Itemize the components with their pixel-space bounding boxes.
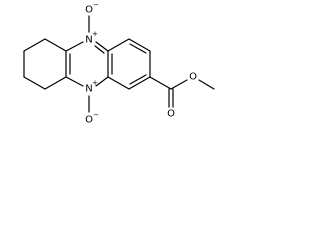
cyclohexane-ring	[23, 38, 67, 90]
charge-n-bottom: +	[92, 79, 98, 87]
bond-ntop-c9a	[95, 41, 109, 52]
atom-label-o-carbonyl: O	[167, 109, 175, 120]
atom-o-bottom: O −	[85, 111, 99, 126]
charge-o-top: −	[93, 1, 99, 9]
chemical-structure: N + O − N + O − O O	[23, 1, 215, 126]
bond-b4-b5	[128, 76, 151, 90]
atom-label-o-top: O	[85, 5, 93, 16]
charge-n-top: +	[92, 30, 98, 38]
bond-c4-c5	[23, 76, 46, 90]
bond-b4-b5-inner	[129, 74, 147, 85]
bond-c6-nbottom	[65, 76, 84, 87]
bond-oester-methyl	[198, 79, 215, 90]
bond-c5-c6	[44, 76, 67, 90]
bond-c1-ntop	[65, 41, 84, 52]
methyl-ester-group	[149, 76, 215, 108]
bond-b2-b3	[128, 38, 151, 52]
bond-b2-b3-inner	[129, 43, 147, 54]
bond-c2-c3	[23, 38, 46, 52]
benzene-ring	[107, 38, 151, 90]
bond-b1-b2	[107, 38, 130, 52]
pyrazine-ring	[65, 41, 109, 87]
bond-c1-c2	[44, 38, 67, 52]
atom-label-o-ester: O	[189, 72, 197, 83]
charge-o-bottom: −	[93, 111, 99, 119]
atom-o-ester: O	[189, 72, 197, 83]
atom-label-n-bottom: N	[85, 84, 92, 95]
bond-b5-b6	[107, 76, 130, 90]
bond-carbonyl-oester	[170, 79, 188, 90]
atom-label-o-bottom: O	[85, 115, 93, 126]
bond-ring-carbonyl	[149, 76, 172, 90]
atom-n-bottom: N +	[85, 79, 98, 95]
bond-nbottom-c5a	[95, 76, 109, 87]
atom-label-n-top: N	[85, 35, 92, 46]
atom-o-carbonyl: O	[167, 109, 175, 120]
atom-n-top: N +	[85, 30, 98, 46]
bond-ntop-c9a-inner	[94, 45, 105, 54]
atom-o-top: O −	[85, 1, 99, 16]
